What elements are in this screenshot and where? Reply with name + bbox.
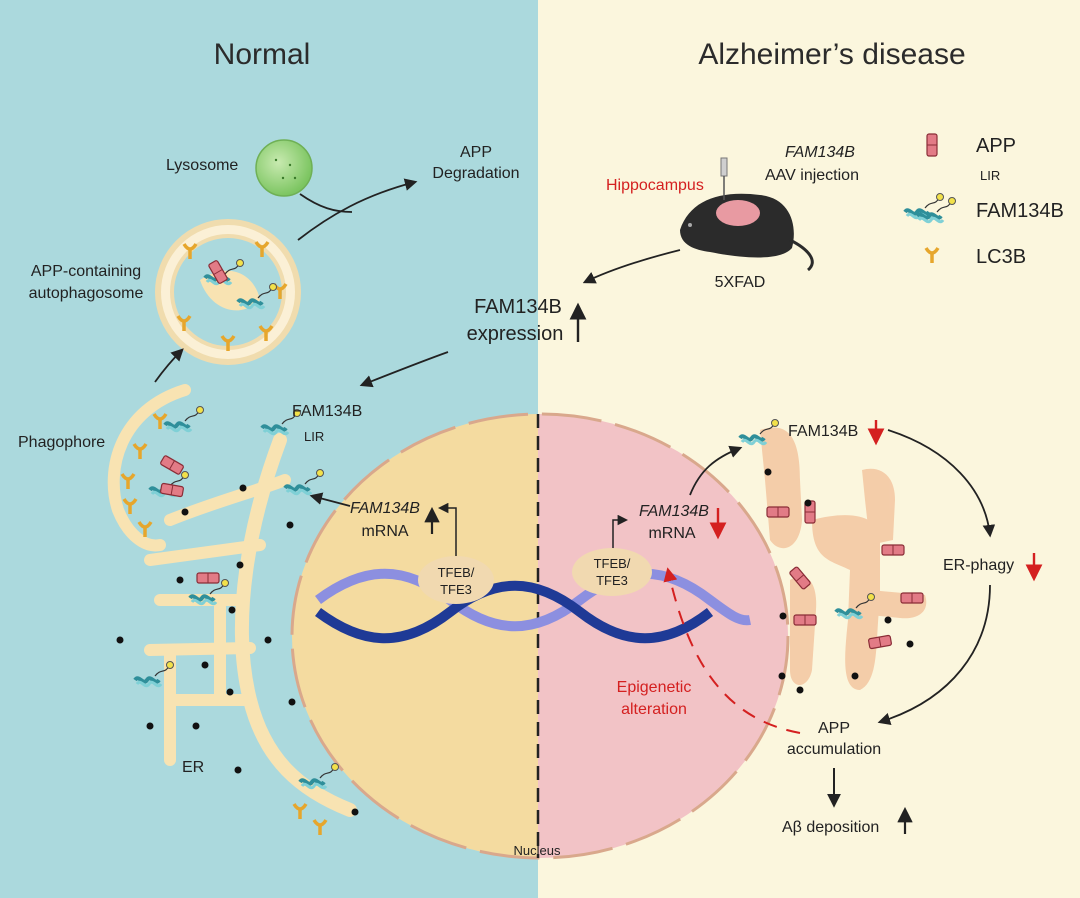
- legend-app-label: APP: [976, 135, 1016, 157]
- epigenetic-label-1: Epigenetic: [617, 679, 692, 696]
- lysosome-fusion-line: [299, 193, 353, 213]
- legend-app-icon: [926, 133, 938, 157]
- fam134b-mrna-label-left-1: FAM134B: [350, 500, 420, 517]
- er-phagy-label: ER-phagy: [943, 557, 1014, 574]
- tfeb-label-left-2: TFE3: [440, 582, 472, 597]
- er-label: ER: [182, 759, 204, 776]
- dna-helix: [315, 568, 751, 644]
- tfeb-oval-left: [418, 556, 494, 604]
- arrow-tfeb-to-mrna-left: [437, 502, 457, 565]
- tfeb-label-right-1: TFEB/: [594, 556, 631, 571]
- lysosome-label: Lysosome: [166, 157, 238, 174]
- arrow-phagophore-to-autophagosome: [154, 348, 184, 383]
- app-degradation-label-2: Degradation: [432, 165, 519, 182]
- arrow-expression-to-er: [359, 351, 449, 388]
- epigenetic-label-2: alteration: [621, 701, 687, 718]
- fam134b-mrna-label-right-2: mRNA: [648, 525, 695, 542]
- phagophore-label: Phagophore: [18, 434, 105, 451]
- injection-label-2: AAV injection: [765, 167, 859, 184]
- tfeb-oval-right: [572, 548, 652, 596]
- autophagosome: [155, 219, 301, 365]
- arrow-mrna-to-fam134b: [309, 492, 351, 507]
- legend-fam134b-label: FAM134B: [976, 200, 1064, 222]
- injection-label-1: FAM134B: [785, 144, 855, 161]
- er-network-ad: [760, 427, 927, 690]
- fam134b-mrna-label-right-1: FAM134B: [639, 503, 709, 520]
- mouse-label: 5XFAD: [715, 274, 766, 291]
- normal-title: Normal: [214, 38, 311, 71]
- fam134b-mrna-label-left-2: mRNA: [361, 523, 408, 540]
- lir-label-left: LIR: [304, 429, 324, 444]
- tfeb-label-right-2: TFE3: [596, 573, 628, 588]
- arrow-accumulation-to-epigenetic: [663, 567, 801, 734]
- syringe-icon: [720, 157, 728, 200]
- ribosome-dots: [116, 484, 359, 816]
- arrow-erphagy-to-accumulation: [877, 584, 991, 725]
- fam134b-label-right: FAM134B: [788, 423, 858, 440]
- lysosome: [255, 139, 313, 197]
- nucleus-label: Nucleus: [514, 843, 561, 858]
- legend: APP LIR FAM134B LC3B: [903, 133, 1064, 268]
- app-degradation-label-1: APP: [460, 144, 492, 161]
- phagophore: [107, 384, 206, 552]
- autophagosome-label-1: APP-containing: [31, 263, 141, 280]
- abeta-label: Aβ deposition: [782, 819, 879, 836]
- arrow-to-degradation: [297, 178, 418, 241]
- ad-title: Alzheimer’s disease: [698, 38, 965, 71]
- fam134b-label-left: FAM134B: [292, 403, 362, 420]
- ribosome-dots-ad: [764, 468, 914, 694]
- app-accumulation-label-2: accumulation: [787, 741, 881, 758]
- expression-label-2: expression: [467, 323, 564, 345]
- tfeb-label-left-1: TFEB/: [438, 565, 475, 580]
- legend-lc3b-label: LC3B: [976, 246, 1026, 268]
- mouse-5xfad: [680, 193, 814, 272]
- autophagosome-label-2: autophagosome: [29, 285, 144, 302]
- arrow-injection-to-expression: [582, 249, 681, 284]
- app-on-er: [196, 572, 220, 584]
- legend-lir-label: LIR: [980, 168, 1000, 183]
- arrow-fam134b-to-erphagy: [887, 429, 996, 538]
- arrow-mrna-to-fam134b-right: [689, 445, 743, 496]
- app-accumulation-label-1: APP: [818, 720, 850, 737]
- hippocampus-label: Hippocampus: [606, 177, 704, 194]
- expression-label-1: FAM134B: [474, 296, 562, 318]
